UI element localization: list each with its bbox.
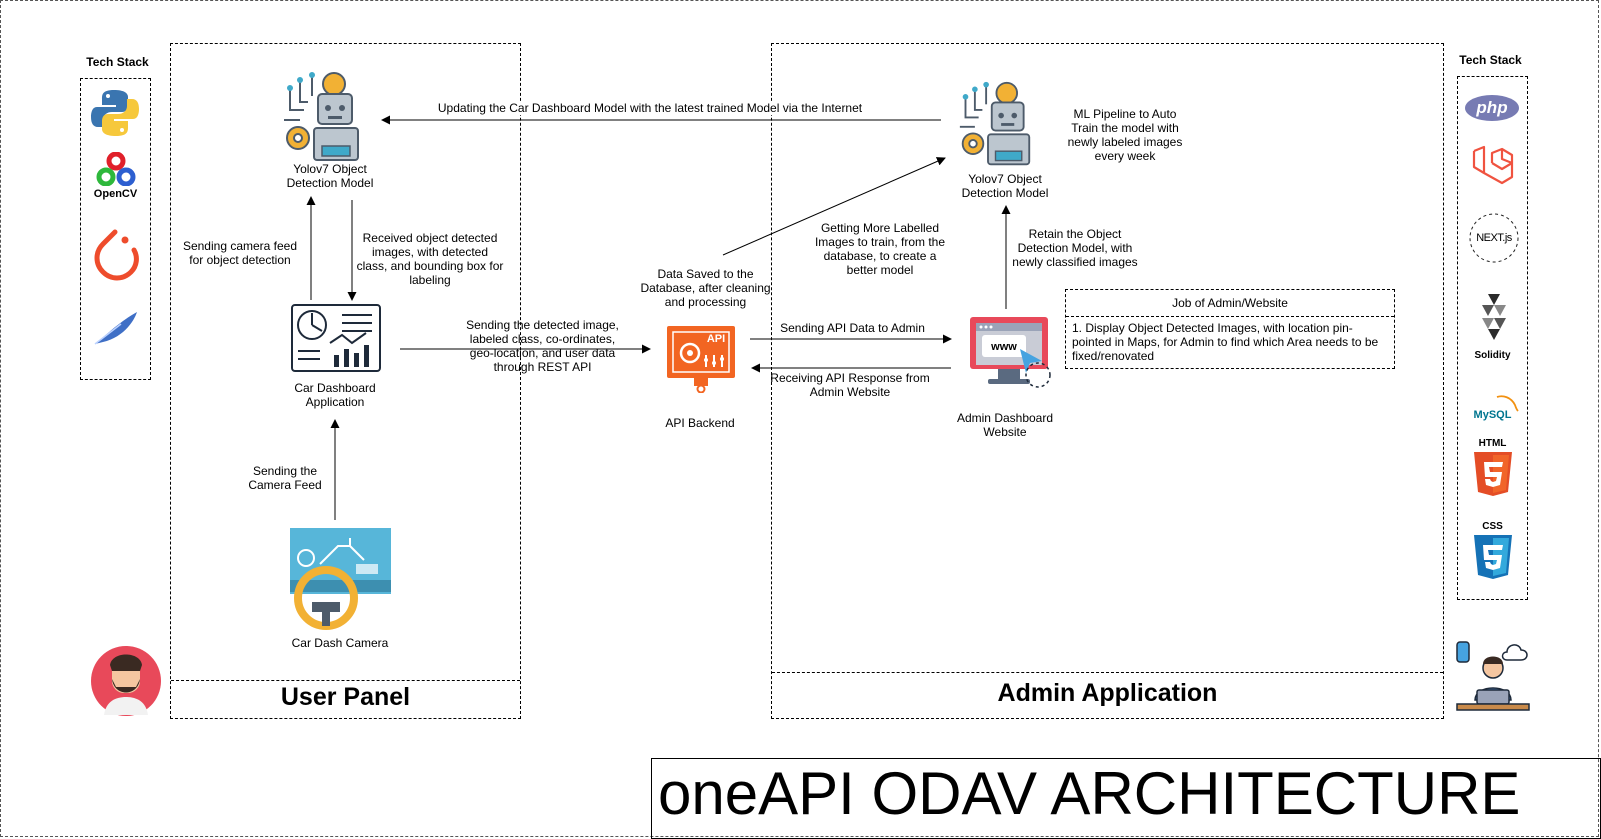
admin-avatar-icon [1456, 641, 1530, 711]
page-title: oneAPI ODAV ARCHITECTURE [651, 758, 1601, 839]
more-labelled-label: Getting More Labelled Images to train, f… [814, 221, 946, 277]
html5-label: HTML [1478, 438, 1507, 449]
solidity-icon [1482, 294, 1506, 340]
left-stack-box [80, 78, 151, 380]
opencv-icon [96, 152, 136, 186]
send-detected-label: Sending the detected image, labeled clas… [466, 318, 619, 374]
html5-icon [1474, 452, 1512, 496]
python-icon [91, 90, 139, 136]
opencv-label: OpenCV [93, 188, 138, 200]
api-backend-label: API Backend [665, 416, 735, 430]
retain-model-label: Retain the Object Detection Model, with … [1012, 227, 1138, 269]
css3-icon [1474, 535, 1512, 579]
admin-panel-title: Admin Application [997, 679, 1218, 707]
camera-label: Car Dash Camera [291, 636, 389, 650]
user-avatar-icon [91, 646, 161, 716]
received-detected-label: Received object detected images, with de… [356, 231, 504, 287]
api-badge: API [706, 333, 726, 345]
left-stack-title: Tech Stack [86, 55, 149, 69]
www-text: www [991, 341, 1017, 353]
send-feed-label: Sending the Camera Feed [248, 464, 322, 492]
php-icon [1465, 95, 1519, 121]
nextjs-label: NEXT.js [1476, 232, 1512, 244]
feather-icon [94, 312, 137, 345]
right-stack-title: Tech Stack [1459, 53, 1522, 67]
admin-website-icon [970, 317, 1051, 388]
send-api-admin-label: Sending API Data to Admin [780, 321, 925, 335]
steering-wheel-icon [290, 528, 391, 630]
job-title: Job of Admin/Website [1066, 290, 1394, 317]
job-body: 1. Display Object Detected Images, with … [1072, 321, 1379, 363]
api-backend-icon [667, 326, 735, 393]
car-app-label: Car Dashboard Application [294, 381, 376, 409]
pytorch-icon [94, 229, 139, 281]
yolo-user-label: Yolov7 Object Detection Model [286, 162, 374, 190]
mysql-label: MySQL [1473, 409, 1512, 421]
mysql-dolphin-icon [1496, 395, 1519, 412]
ml-pipeline-label: ML Pipeline to Auto Train the model with… [1067, 107, 1183, 163]
laravel-icon [1472, 145, 1514, 185]
yolo-admin-label: Yolov7 Object Detection Model [961, 172, 1049, 200]
nextjs-icon [1469, 213, 1519, 263]
user-panel [170, 43, 521, 719]
user-panel-title: User Panel [280, 683, 411, 711]
arrow-api-to-yolo-admin [722, 157, 946, 256]
db-saved-label: Data Saved to the Database, after cleani… [640, 267, 771, 309]
right-stack-box [1457, 76, 1528, 600]
admin-site-label: Admin Dashboard Website [956, 411, 1054, 439]
admin-panel-divider [772, 672, 1443, 673]
css3-label: CSS [1482, 521, 1503, 532]
ai-robot-icon [284, 72, 359, 161]
send-feed-detect-label: Sending camera feed for object detection [182, 239, 298, 267]
php-label: php [1476, 98, 1508, 117]
job-box: Job of Admin/Website 1. Display Object D… [1065, 289, 1395, 369]
receive-api-label: Receiving API Response from Admin Websit… [770, 371, 930, 399]
dashboard-icon [291, 304, 381, 372]
user-panel-divider [171, 680, 520, 681]
admin-panel [771, 43, 1444, 719]
ai-robot-admin-icon [959, 81, 1031, 166]
solidity-label: Solidity [1474, 350, 1511, 361]
update-model-label: Updating the Car Dashboard Model with th… [430, 101, 870, 115]
